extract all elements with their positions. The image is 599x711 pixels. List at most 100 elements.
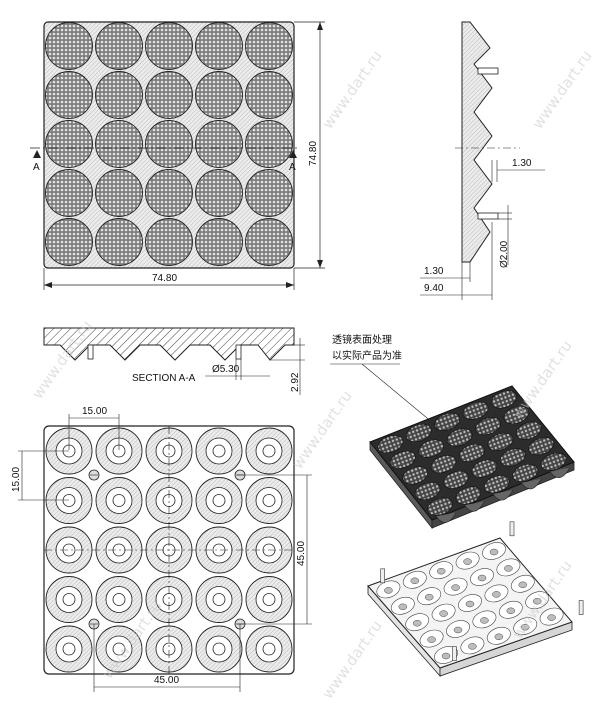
side-profile: [461, 21, 493, 263]
front-lens: [145, 218, 193, 266]
iso-lens: [455, 486, 482, 505]
iso-lens: [503, 405, 530, 425]
iso-lens: [443, 470, 469, 489]
section-pin-right: [235, 344, 242, 360]
cup-hole: [262, 444, 276, 458]
iso-cup-hole: [427, 636, 436, 643]
iso-cup-grid: [376, 521, 584, 664]
dim-arrow-icon: [286, 282, 294, 288]
cup-hole: [212, 444, 226, 458]
section-view: SECTION A-A Ø5.30 2.92: [43, 327, 305, 395]
front-lens: [245, 169, 293, 217]
iso-lens: [540, 452, 567, 471]
watermark-text: www.dart.ru: [319, 617, 386, 702]
iso-cup-hole: [520, 623, 530, 631]
iso-cup-hole: [424, 593, 434, 601]
iso-bump-row: [435, 467, 571, 523]
front-lens: [145, 71, 193, 119]
iso-lens-grid: [377, 390, 567, 516]
side-step-label: 1.30: [512, 158, 532, 169]
front-lens: [145, 22, 193, 70]
iso-cup-hole: [436, 567, 446, 575]
iso-cup-hole: [463, 558, 472, 565]
front-view: A A 74.80 74.80: [30, 21, 325, 290]
cup-hole: [62, 494, 76, 507]
side-view: 1.30 Ø2.00 1.30 9.40: [420, 21, 545, 300]
front-lens: [195, 218, 243, 266]
iso-lens: [471, 459, 498, 478]
iso-cup-hole: [480, 617, 489, 624]
front-lens: [195, 169, 243, 217]
cup-hole: [212, 494, 226, 507]
iso-lens: [430, 455, 457, 474]
front-lens: [245, 71, 293, 119]
iso-cup-hole: [441, 652, 451, 660]
iso-bump: [521, 478, 542, 490]
front-lens: [245, 218, 293, 266]
side-pin-label: Ø2.00: [499, 240, 510, 268]
iso-lens: [446, 428, 473, 447]
bottom-cup-grid: [45, 427, 293, 673]
iso-lens: [462, 401, 489, 420]
side-total-label: 9.40: [424, 283, 444, 294]
iso-locating-pin: [380, 568, 385, 584]
section-arrow-right-icon: [289, 150, 297, 158]
watermark-text: www.dart.ru: [289, 387, 356, 472]
iso-cup-hole: [477, 574, 487, 582]
cup-hole: [212, 642, 226, 656]
iso-cup-hole: [465, 600, 475, 608]
front-lens: [95, 218, 143, 266]
front-lens: [45, 71, 93, 119]
note-line-2: 以实际产品为准: [332, 349, 402, 362]
iso-lens: [459, 443, 485, 463]
iso-lens: [418, 439, 445, 458]
cup-hole: [112, 642, 126, 656]
iso-cup-hole: [384, 587, 393, 594]
iso-lens: [402, 466, 429, 485]
iso-cup-hole: [492, 591, 501, 598]
section-title: SECTION A-A: [132, 373, 196, 384]
iso-cup-hole: [518, 581, 528, 589]
front-lens: [45, 22, 93, 70]
section-marker-right: A: [289, 162, 296, 173]
iso-lens: [414, 481, 441, 501]
side-pin-top: [477, 67, 499, 75]
front-lens: [45, 169, 93, 217]
bottom-span-y-label: 45.00: [296, 541, 307, 566]
iso-cup-hole: [439, 610, 448, 617]
iso-lens: [377, 435, 404, 454]
iso-lens: [475, 417, 501, 436]
iso-bump: [492, 489, 514, 501]
iso-lens: [427, 497, 453, 516]
iso-lens: [405, 423, 432, 443]
iso-cup-hole: [506, 607, 516, 615]
front-lens-grid: [45, 22, 293, 266]
iso-lens: [491, 390, 517, 409]
bottom-pitch-y-label: 15.00: [11, 467, 22, 492]
watermark-text: www.dart.ru: [529, 47, 596, 132]
iso-cup-hole: [494, 633, 504, 641]
section-pin-label: Ø5.30: [212, 364, 240, 375]
iso-lens: [434, 412, 461, 431]
iso-bump: [464, 501, 485, 512]
iso-cup-hole: [547, 614, 556, 621]
iso-bump: [549, 467, 571, 478]
cup-hole: [262, 494, 276, 507]
iso-cup-hole: [410, 577, 420, 585]
front-lens: [245, 22, 293, 70]
iso-locating-pin: [509, 521, 515, 537]
cup-hole: [112, 593, 126, 606]
iso-lens: [483, 475, 510, 494]
section-arrow-left-icon: [33, 150, 41, 158]
section-depth-label: 2.92: [290, 372, 301, 392]
front-lens: [95, 22, 143, 70]
cup-hole: [212, 593, 226, 606]
iso-cup-hole: [412, 619, 422, 627]
isometric-top-view: [369, 385, 575, 530]
section-profile: [43, 327, 295, 361]
iso-lens: [515, 421, 542, 440]
surface-note: 透镜表面处理 以实际产品为准: [330, 333, 469, 453]
iso-cup-hole: [453, 626, 463, 634]
dim-arrow-icon: [44, 282, 52, 288]
